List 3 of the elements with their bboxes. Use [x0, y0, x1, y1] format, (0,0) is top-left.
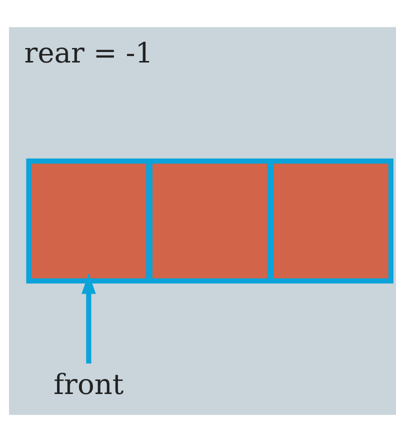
- label: rear = -1: [24, 36, 153, 69]
- arrow: [81, 272, 96, 363]
- node-text: front: [53, 367, 124, 400]
